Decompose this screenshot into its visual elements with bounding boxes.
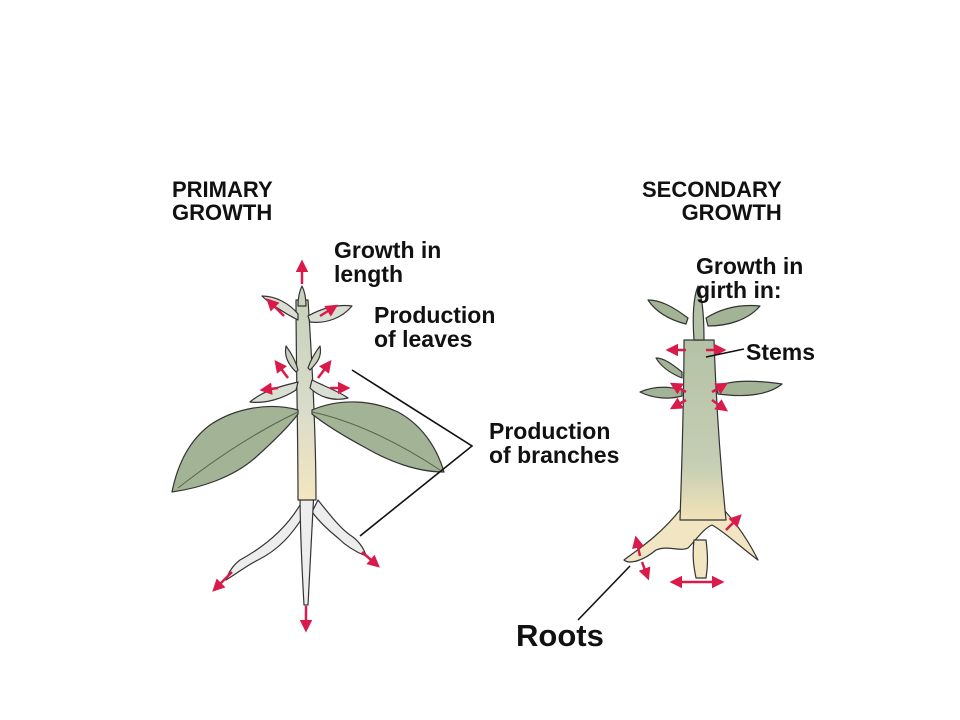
growth-in-girth-label: Growth in girth in: xyxy=(696,253,804,304)
primary-plant xyxy=(171,285,445,606)
primary-leaf-left xyxy=(171,405,299,493)
primary-root-right xyxy=(311,499,367,557)
growth-in-length-label: Growth in length xyxy=(334,237,442,288)
leader-lines xyxy=(351,348,745,621)
secondary-roots xyxy=(623,509,759,563)
roots-leader xyxy=(577,565,631,621)
primary-apex xyxy=(297,285,307,307)
primary-bud-left xyxy=(284,345,299,373)
primary-root-left xyxy=(225,504,305,581)
primary-stem xyxy=(295,299,317,501)
production-of-leaves-label: Production of leaves xyxy=(374,302,496,353)
primary-leaf-mid-right xyxy=(309,379,349,400)
secondary-growth-heading: SECONDARY GROWTH xyxy=(642,177,782,226)
secondary-plant xyxy=(623,285,783,579)
stems-leader xyxy=(705,348,745,358)
roots-label: Roots xyxy=(516,618,604,653)
primary-bud-right xyxy=(307,345,322,371)
stems-label: Stems xyxy=(746,339,816,365)
primary-leaf-upper-left xyxy=(261,295,299,321)
secondary-leaf-low-left xyxy=(655,357,683,379)
primary-leaf-mid-left xyxy=(249,381,299,403)
primary-root-main xyxy=(299,489,315,606)
primary-leaf-right xyxy=(311,401,445,473)
primary-leaf-upper-right xyxy=(307,304,353,323)
branches-bracket xyxy=(351,369,474,537)
secondary-leaf-top-right xyxy=(705,304,761,327)
primary-growth-arrows xyxy=(212,259,380,633)
secondary-growth-arrows xyxy=(632,343,742,589)
secondary-trunk xyxy=(679,339,727,521)
secondary-apex xyxy=(692,285,705,341)
production-of-branches-label: Production of branches xyxy=(489,418,620,469)
secondary-leaf-top-left xyxy=(647,299,689,325)
secondary-root-down xyxy=(692,539,709,579)
primary-growth-heading: PRIMARY GROWTH xyxy=(172,177,273,226)
secondary-leaf-mid-right xyxy=(715,380,783,397)
secondary-leaf-mid-left xyxy=(639,386,683,399)
